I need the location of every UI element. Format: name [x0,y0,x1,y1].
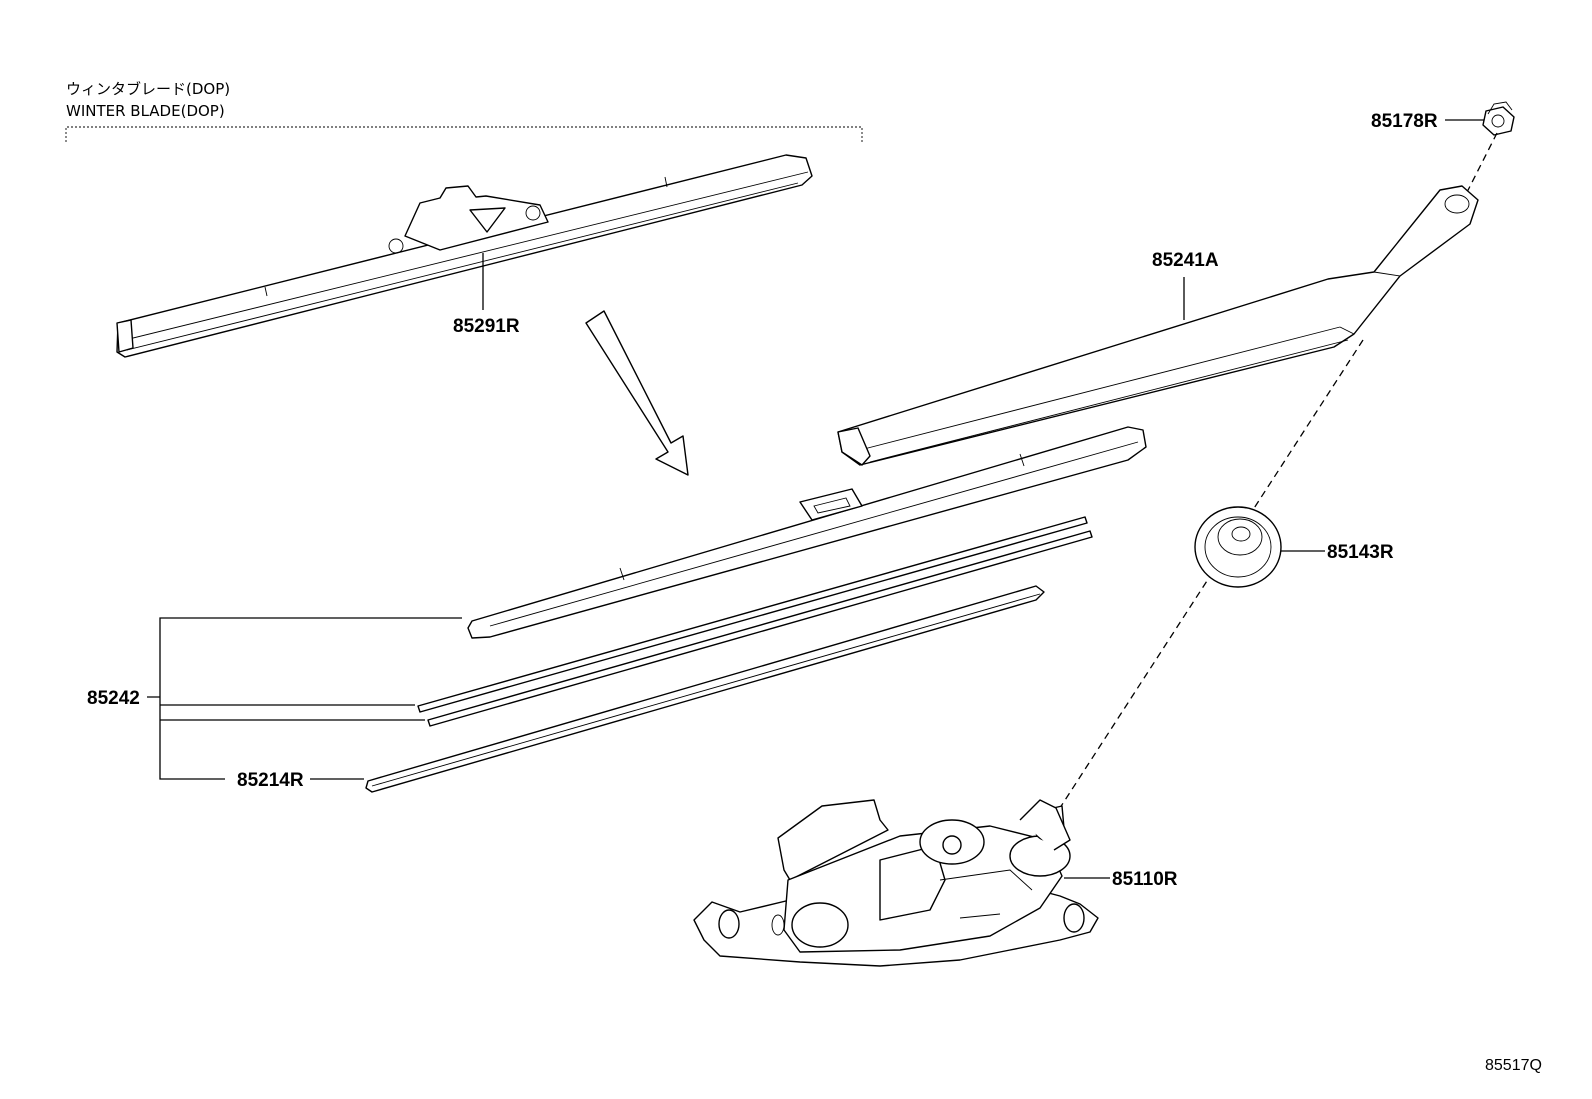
header-bracket [65,126,863,142]
label-85143R: 85143R [1327,542,1394,563]
cap-part[interactable] [1194,506,1282,588]
blade-assembly-part[interactable] [467,426,1147,639]
header-japanese: ウィンタブレード(DOP) [66,80,230,98]
blade-rubber-part[interactable] [365,585,1045,793]
winter-blade-part[interactable] [116,154,813,358]
blade-assembly-bracket [147,617,462,780]
diagram-code: 85517Q [1485,1057,1542,1074]
direction-arrow [585,310,689,476]
label-85110R: 85110R [1112,869,1178,890]
motor-linkage-part[interactable] [693,799,1099,967]
label-85178R: 85178R [1371,111,1438,132]
label-85214R: 85214R [237,770,304,791]
label-85291R: 85291R [453,316,520,337]
wiper-arm-part[interactable] [837,185,1479,466]
label-85241A: 85241A [1152,250,1219,271]
nut-part[interactable] [1482,101,1515,136]
blade-rubber-strips[interactable] [417,516,1093,727]
header-english: WINTER BLADE(DOP) [66,102,225,120]
label-85242: 85242 [87,688,140,709]
